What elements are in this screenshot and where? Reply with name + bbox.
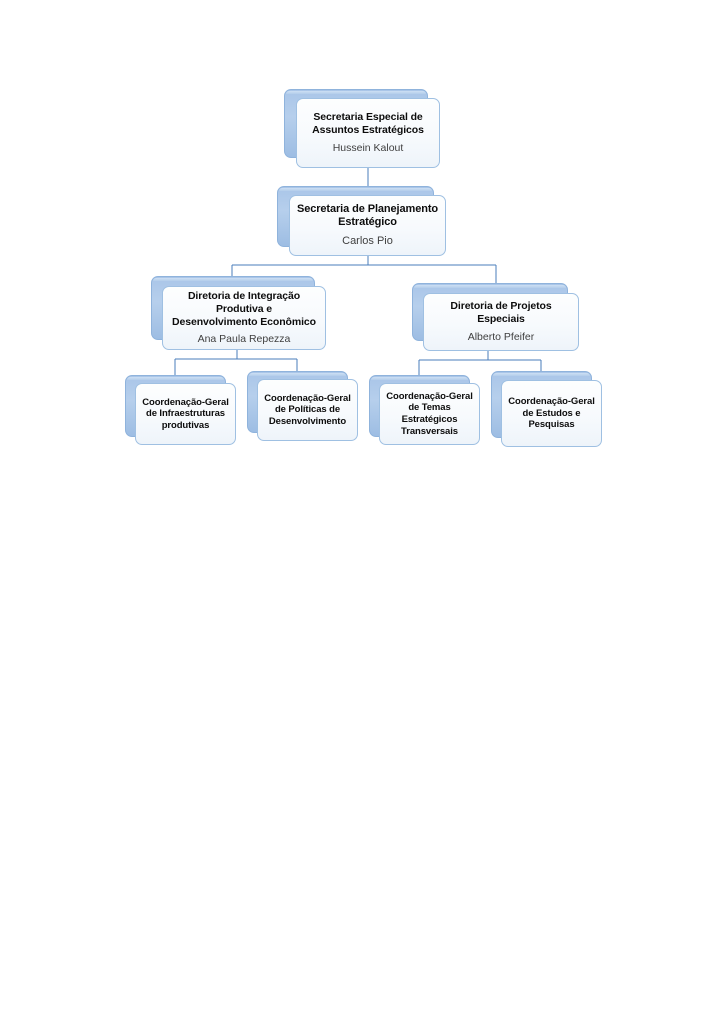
node-body[interactable]: Coordenação-Geral de Infraestruturas pro… <box>135 383 236 445</box>
node-diretoria-integracao[interactable]: Diretoria de Integração Produtiva e Dese… <box>151 276 326 350</box>
node-title-line: de Estudos e <box>522 407 581 419</box>
node-person: Alberto Pfeifer <box>467 330 535 343</box>
node-body[interactable]: Coordenação-Geral de Políticas de Desenv… <box>257 379 358 441</box>
node-cg-estudos[interactable]: Coordenação-Geral de Estudos e Pesquisas <box>491 371 602 447</box>
node-title-line: Estratégico <box>338 216 397 229</box>
node-title: Coordenação-Geral de Infraestruturas pro… <box>142 396 229 432</box>
node-title-line: Coordenação-Geral <box>264 392 351 404</box>
node-person: Carlos Pio <box>342 234 393 247</box>
node-title: Secretaria de Planejamento Estratégico <box>297 203 438 230</box>
node-secretaria-especial[interactable]: Secretaria Especial de Assuntos Estratég… <box>284 89 440 168</box>
node-person: Hussein Kalout <box>332 141 404 154</box>
node-title-line: Assuntos Estratégicos <box>312 124 424 137</box>
node-title-line: de Infraestruturas <box>146 408 225 420</box>
node-title: Coordenação-Geral de Temas Estratégicos … <box>386 390 473 437</box>
node-diretoria-projetos[interactable]: Diretoria de Projetos Especiais Alberto … <box>412 283 579 351</box>
node-title: Coordenação-Geral de Estudos e Pesquisas <box>508 396 595 431</box>
node-title-line: Pesquisas <box>528 419 575 431</box>
node-title-line: Desenvolvimento Econômico <box>172 315 316 328</box>
node-cg-politicas[interactable]: Coordenação-Geral de Políticas de Desenv… <box>247 371 358 441</box>
node-body[interactable]: Secretaria Especial de Assuntos Estratég… <box>296 98 440 168</box>
node-title-line: produtivas <box>161 419 210 431</box>
node-title-line: Diretoria de Projetos Especiais <box>450 300 552 326</box>
node-title: Diretoria de Integração Produtiva e Dese… <box>172 290 316 328</box>
node-person: Ana Paula Repezza <box>197 333 291 346</box>
node-title-line: Desenvolvimento <box>268 415 347 427</box>
node-title-line: Diretoria de Integração <box>187 289 301 302</box>
node-cg-temas[interactable]: Coordenação-Geral de Temas Estratégicos … <box>369 375 480 445</box>
node-secretaria-planejamento[interactable]: Secretaria de Planejamento Estratégico C… <box>277 186 446 256</box>
node-title-line: de Políticas de <box>274 404 341 416</box>
node-body[interactable]: Coordenação-Geral de Estudos e Pesquisas <box>501 380 602 447</box>
node-body[interactable]: Secretaria de Planejamento Estratégico C… <box>289 195 446 256</box>
node-title-line: Coordenação-Geral <box>508 396 595 408</box>
node-body[interactable]: Diretoria de Integração Produtiva e Dese… <box>162 286 326 350</box>
node-title-line: de Temas <box>408 402 451 414</box>
node-title-line: Secretaria de Planejamento <box>296 202 439 215</box>
node-title-line: Secretaria Especial de <box>313 111 423 124</box>
node-title-line: Transversais <box>401 425 458 437</box>
node-body[interactable]: Coordenação-Geral de Temas Estratégicos … <box>379 383 480 445</box>
node-cg-infraestruturas[interactable]: Coordenação-Geral de Infraestruturas pro… <box>125 375 236 445</box>
node-body[interactable]: Diretoria de Projetos Especiais Alberto … <box>423 293 579 351</box>
node-title: Coordenação-Geral de Políticas de Desenv… <box>264 392 351 428</box>
node-title-line: Estratégicos <box>401 414 458 425</box>
node-title: Secretaria Especial de Assuntos Estratég… <box>312 111 424 137</box>
node-title-line: Produtiva e <box>215 302 273 315</box>
node-title-line: Coordenação-Geral <box>142 396 229 408</box>
node-title: Diretoria de Projetos Especiais <box>426 300 576 326</box>
node-title-line: Coordenação-Geral <box>386 390 473 402</box>
